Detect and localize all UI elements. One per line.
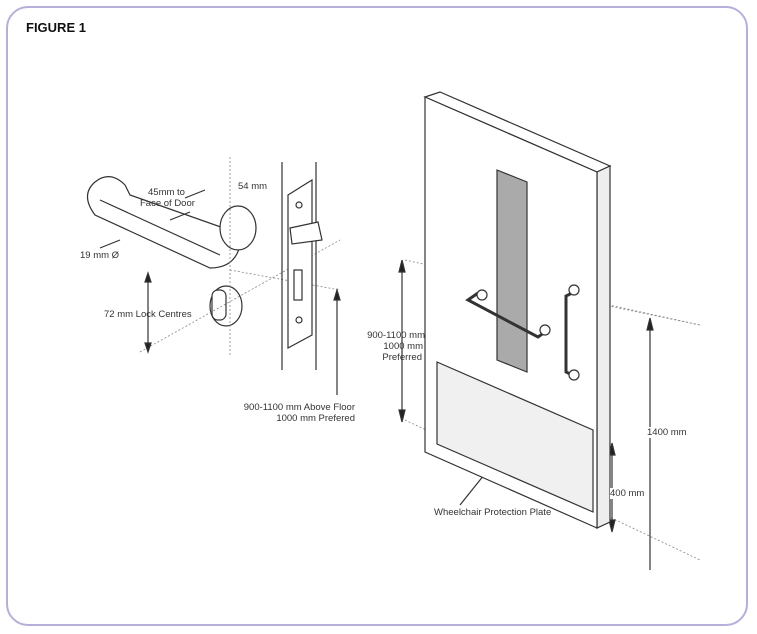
label-door-thickness: 54 mm xyxy=(238,181,268,192)
label-handle-projection-2: Face of Door xyxy=(140,198,195,209)
door xyxy=(423,91,612,529)
label-plate-height: 400 mm xyxy=(610,488,645,499)
label-lock-height-2: 1000 mm Prefered xyxy=(276,413,355,424)
label-lock-centres: 72 mm Lock Centres xyxy=(104,309,192,320)
figure-frame xyxy=(6,6,748,626)
label-protection-plate: Wheelchair Protection Plate xyxy=(434,507,552,518)
label-pull-height-3: Preferred xyxy=(382,352,422,363)
thumb-turn xyxy=(209,285,243,327)
lever-handle xyxy=(86,176,257,269)
vision-panel xyxy=(496,169,528,373)
label-lock-height-1: 900-1100 mm Above Floor xyxy=(243,402,355,413)
mortice-lock xyxy=(281,162,323,370)
label-pull-height-1: 900-1100 mm xyxy=(367,330,425,341)
label-handle-diameter: 19 mm Ø xyxy=(80,250,120,261)
label-vision-height: 1400 mm xyxy=(647,427,687,438)
protection-plate xyxy=(436,361,594,513)
figure-title: FIGURE 1 xyxy=(26,20,86,35)
label-pull-height-2: 1000 mm xyxy=(383,341,423,352)
label-handle-projection-1: 45mm to xyxy=(148,187,185,198)
